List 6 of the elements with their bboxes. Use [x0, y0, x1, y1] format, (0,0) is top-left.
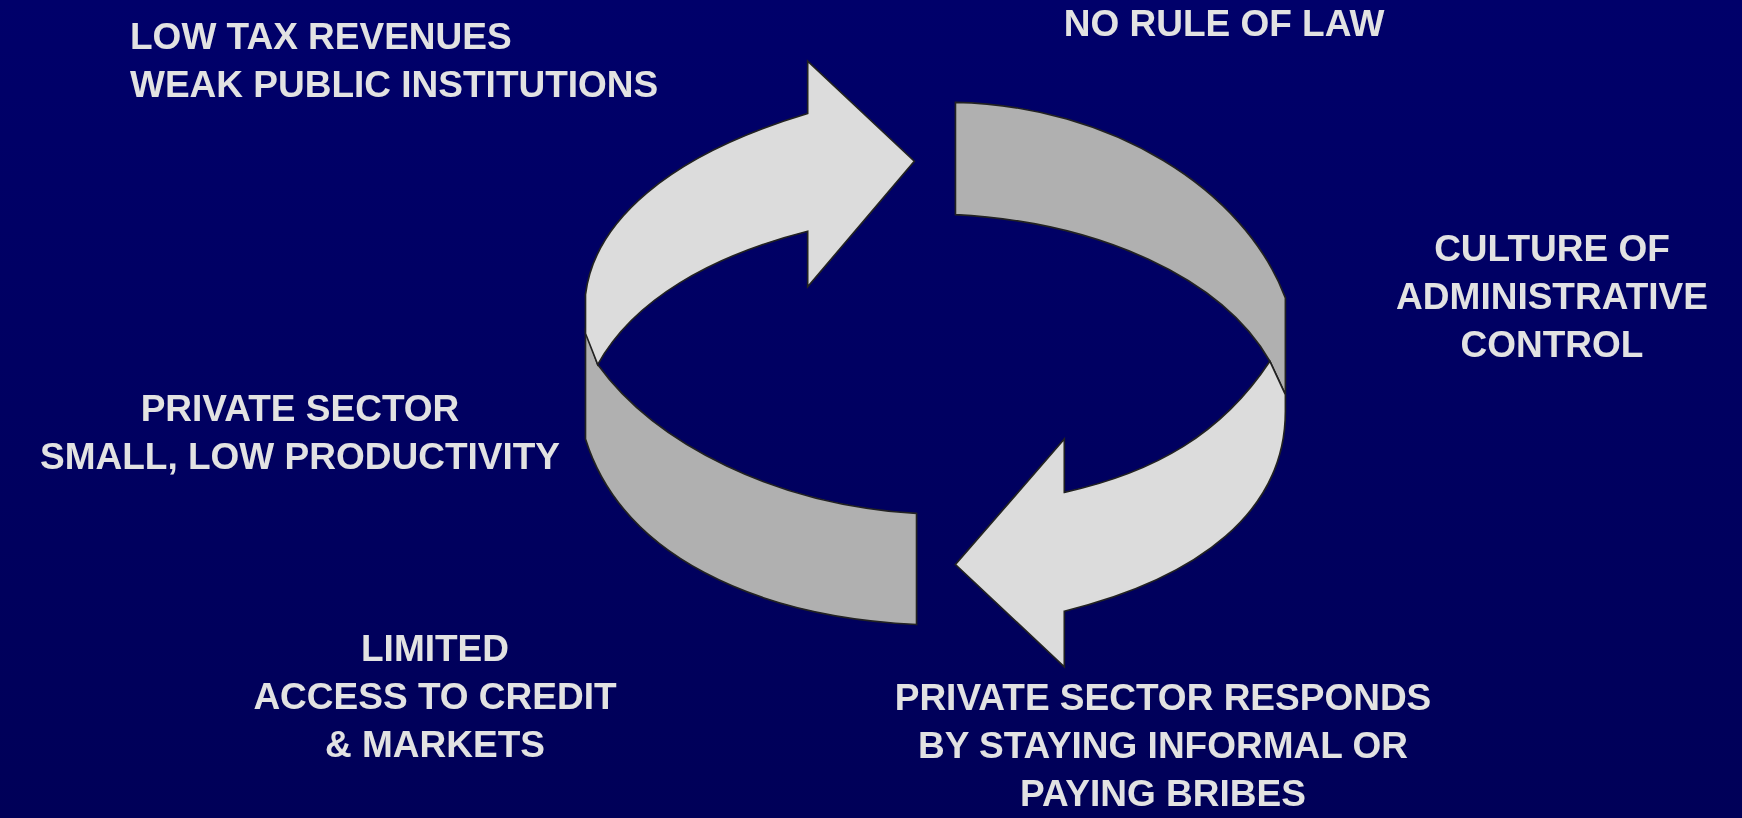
cycle-stage-text: CULTURE OF ADMINISTRATIVE CONTROL	[1396, 227, 1708, 367]
cycle-stage-text: LIMITED ACCESS TO CREDIT & MARKETS	[253, 627, 617, 767]
cycle-stage-text: NO RULE OF LAW	[1063, 2, 1385, 46]
cycle-stage-text: PRIVATE SECTOR SMALL, LOW PRODUCTIVITY	[40, 387, 560, 479]
cycle-stage-text: LOW TAX REVENUES WEAK PUBLIC INSTITUTIONS	[130, 15, 659, 107]
cycle-stage-text: PRIVATE SECTOR RESPONDS BY STAYING INFORMAL OR PAYING BRIBES	[894, 676, 1432, 816]
